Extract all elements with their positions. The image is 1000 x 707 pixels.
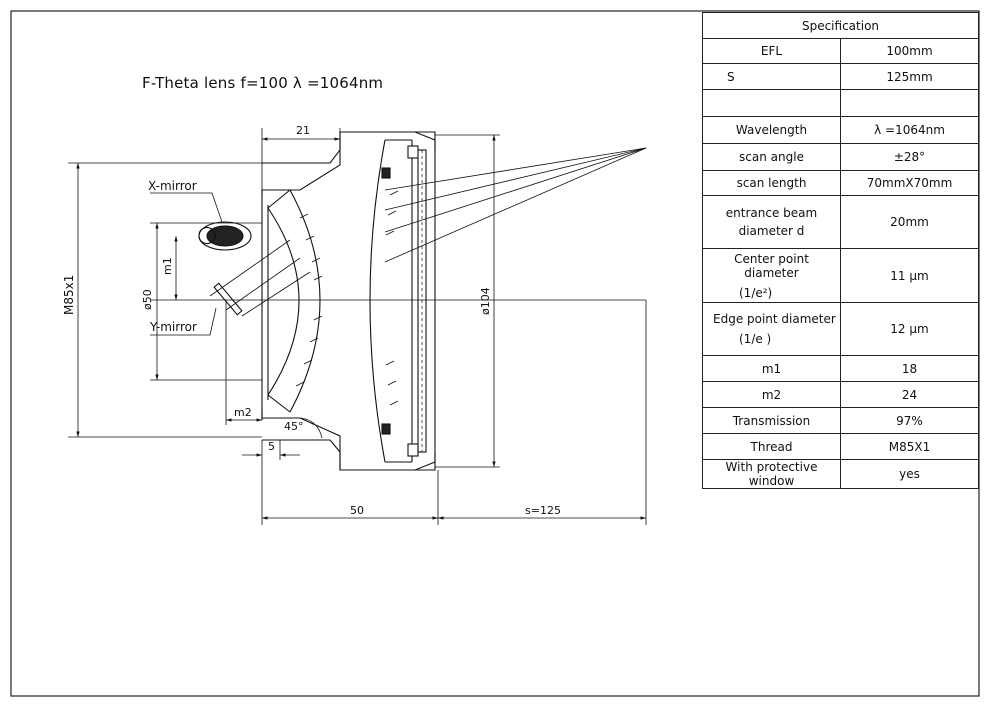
spec-row: Transmission 97% bbox=[702, 407, 979, 434]
label-y-mirror: Y-mirror bbox=[149, 320, 197, 334]
label-angle45: 45° bbox=[284, 420, 304, 433]
spec-row: EFL 100mm bbox=[702, 38, 979, 64]
spec-value: 97% bbox=[840, 407, 979, 434]
spec-label: Wavelength bbox=[702, 116, 841, 144]
spec-label-line1: Center point diameter bbox=[734, 251, 809, 280]
spec-label: scan angle bbox=[702, 143, 841, 171]
spec-header: Specification bbox=[702, 12, 979, 39]
spec-label-line2: diameter d bbox=[738, 224, 805, 238]
spec-value: ±28° bbox=[840, 143, 979, 171]
label-dim5: 5 bbox=[268, 440, 275, 453]
lens-drawing bbox=[150, 131, 647, 471]
lens-2 bbox=[369, 139, 386, 463]
spec-value: yes bbox=[840, 459, 979, 489]
spec-row: With protective window yes bbox=[702, 459, 979, 489]
spec-row: scan angle ±28° bbox=[702, 143, 979, 171]
spec-label-line1: entrance beam bbox=[725, 206, 818, 220]
spec-row: Thread M85X1 bbox=[702, 433, 979, 460]
sheet-border bbox=[10, 10, 980, 697]
label-m2: m2 bbox=[234, 406, 252, 419]
spec-label: m1 bbox=[702, 355, 841, 382]
spec-row: Wavelength λ =1064nm bbox=[702, 116, 979, 144]
spec-value: 24 bbox=[840, 381, 979, 408]
label-dim21: 21 bbox=[296, 124, 310, 137]
label-m1: m1 bbox=[161, 257, 174, 275]
label-x-mirror: X-mirror bbox=[148, 179, 197, 193]
spec-value: 12 μm bbox=[840, 302, 979, 356]
spec-row-empty bbox=[702, 89, 979, 117]
spec-row: S 125mm bbox=[702, 63, 979, 90]
spec-value bbox=[840, 89, 979, 117]
spec-label-multiline: Edge point diameter (1/e ) bbox=[702, 302, 841, 356]
spec-label: scan length bbox=[702, 170, 841, 196]
spec-label: Transmission bbox=[702, 407, 841, 434]
lens-1 bbox=[267, 207, 300, 396]
spec-value: 11 μm bbox=[840, 248, 979, 303]
spec-label: m2 bbox=[702, 381, 841, 408]
dimension-lines bbox=[68, 128, 647, 525]
spec-value: 20mm bbox=[840, 195, 979, 249]
spec-value: 100mm bbox=[840, 38, 979, 64]
label-m85: M85x1 bbox=[62, 275, 76, 315]
spec-row: entrance beam diameter d 20mm bbox=[702, 195, 979, 249]
spec-value: 125mm bbox=[840, 63, 979, 90]
label-dim50: 50 bbox=[350, 504, 364, 517]
spec-label-line2: (1/e²) bbox=[739, 285, 773, 300]
spec-row: scan length 70mmX70mm bbox=[702, 170, 979, 196]
spec-label: EFL bbox=[702, 38, 841, 64]
label-phi50: ø50 bbox=[141, 289, 154, 310]
spec-value: M85X1 bbox=[840, 433, 979, 460]
spec-label-line1: Edge point diameter bbox=[713, 312, 836, 326]
label-s125: s=125 bbox=[525, 504, 561, 517]
spec-label-multiline: entrance beam diameter d bbox=[702, 195, 841, 249]
label-phi104: ø104 bbox=[479, 287, 492, 315]
spec-label: With protective window bbox=[702, 459, 841, 489]
spec-label bbox=[702, 89, 841, 117]
spec-row: m1 18 bbox=[702, 355, 979, 382]
spec-row: Edge point diameter (1/e ) 12 μm bbox=[702, 302, 979, 356]
dimension-texts: X-mirror Y-mirror m1 ø50 M85x1 ø104 21 m… bbox=[62, 124, 561, 517]
spec-row: m2 24 bbox=[702, 381, 979, 408]
spec-row: Center point diameter (1/e²) 11 μm bbox=[702, 248, 979, 303]
y-mirror bbox=[213, 282, 243, 316]
spec-label-multiline: Center point diameter (1/e²) bbox=[702, 248, 841, 303]
specification-table: Specification EFL 100mm S 125mm Waveleng… bbox=[702, 12, 979, 489]
spec-value: 70mmX70mm bbox=[840, 170, 979, 196]
spec-value: 18 bbox=[840, 355, 979, 382]
drawing-title: F-Theta lens f=100 λ =1064nm bbox=[142, 74, 384, 92]
spec-value: λ =1064nm bbox=[840, 116, 979, 144]
spec-label: S bbox=[702, 63, 841, 90]
spec-header-row: Specification bbox=[702, 12, 979, 39]
spec-label-line2: (1/e ) bbox=[739, 332, 772, 346]
spec-label: Thread bbox=[702, 433, 841, 460]
